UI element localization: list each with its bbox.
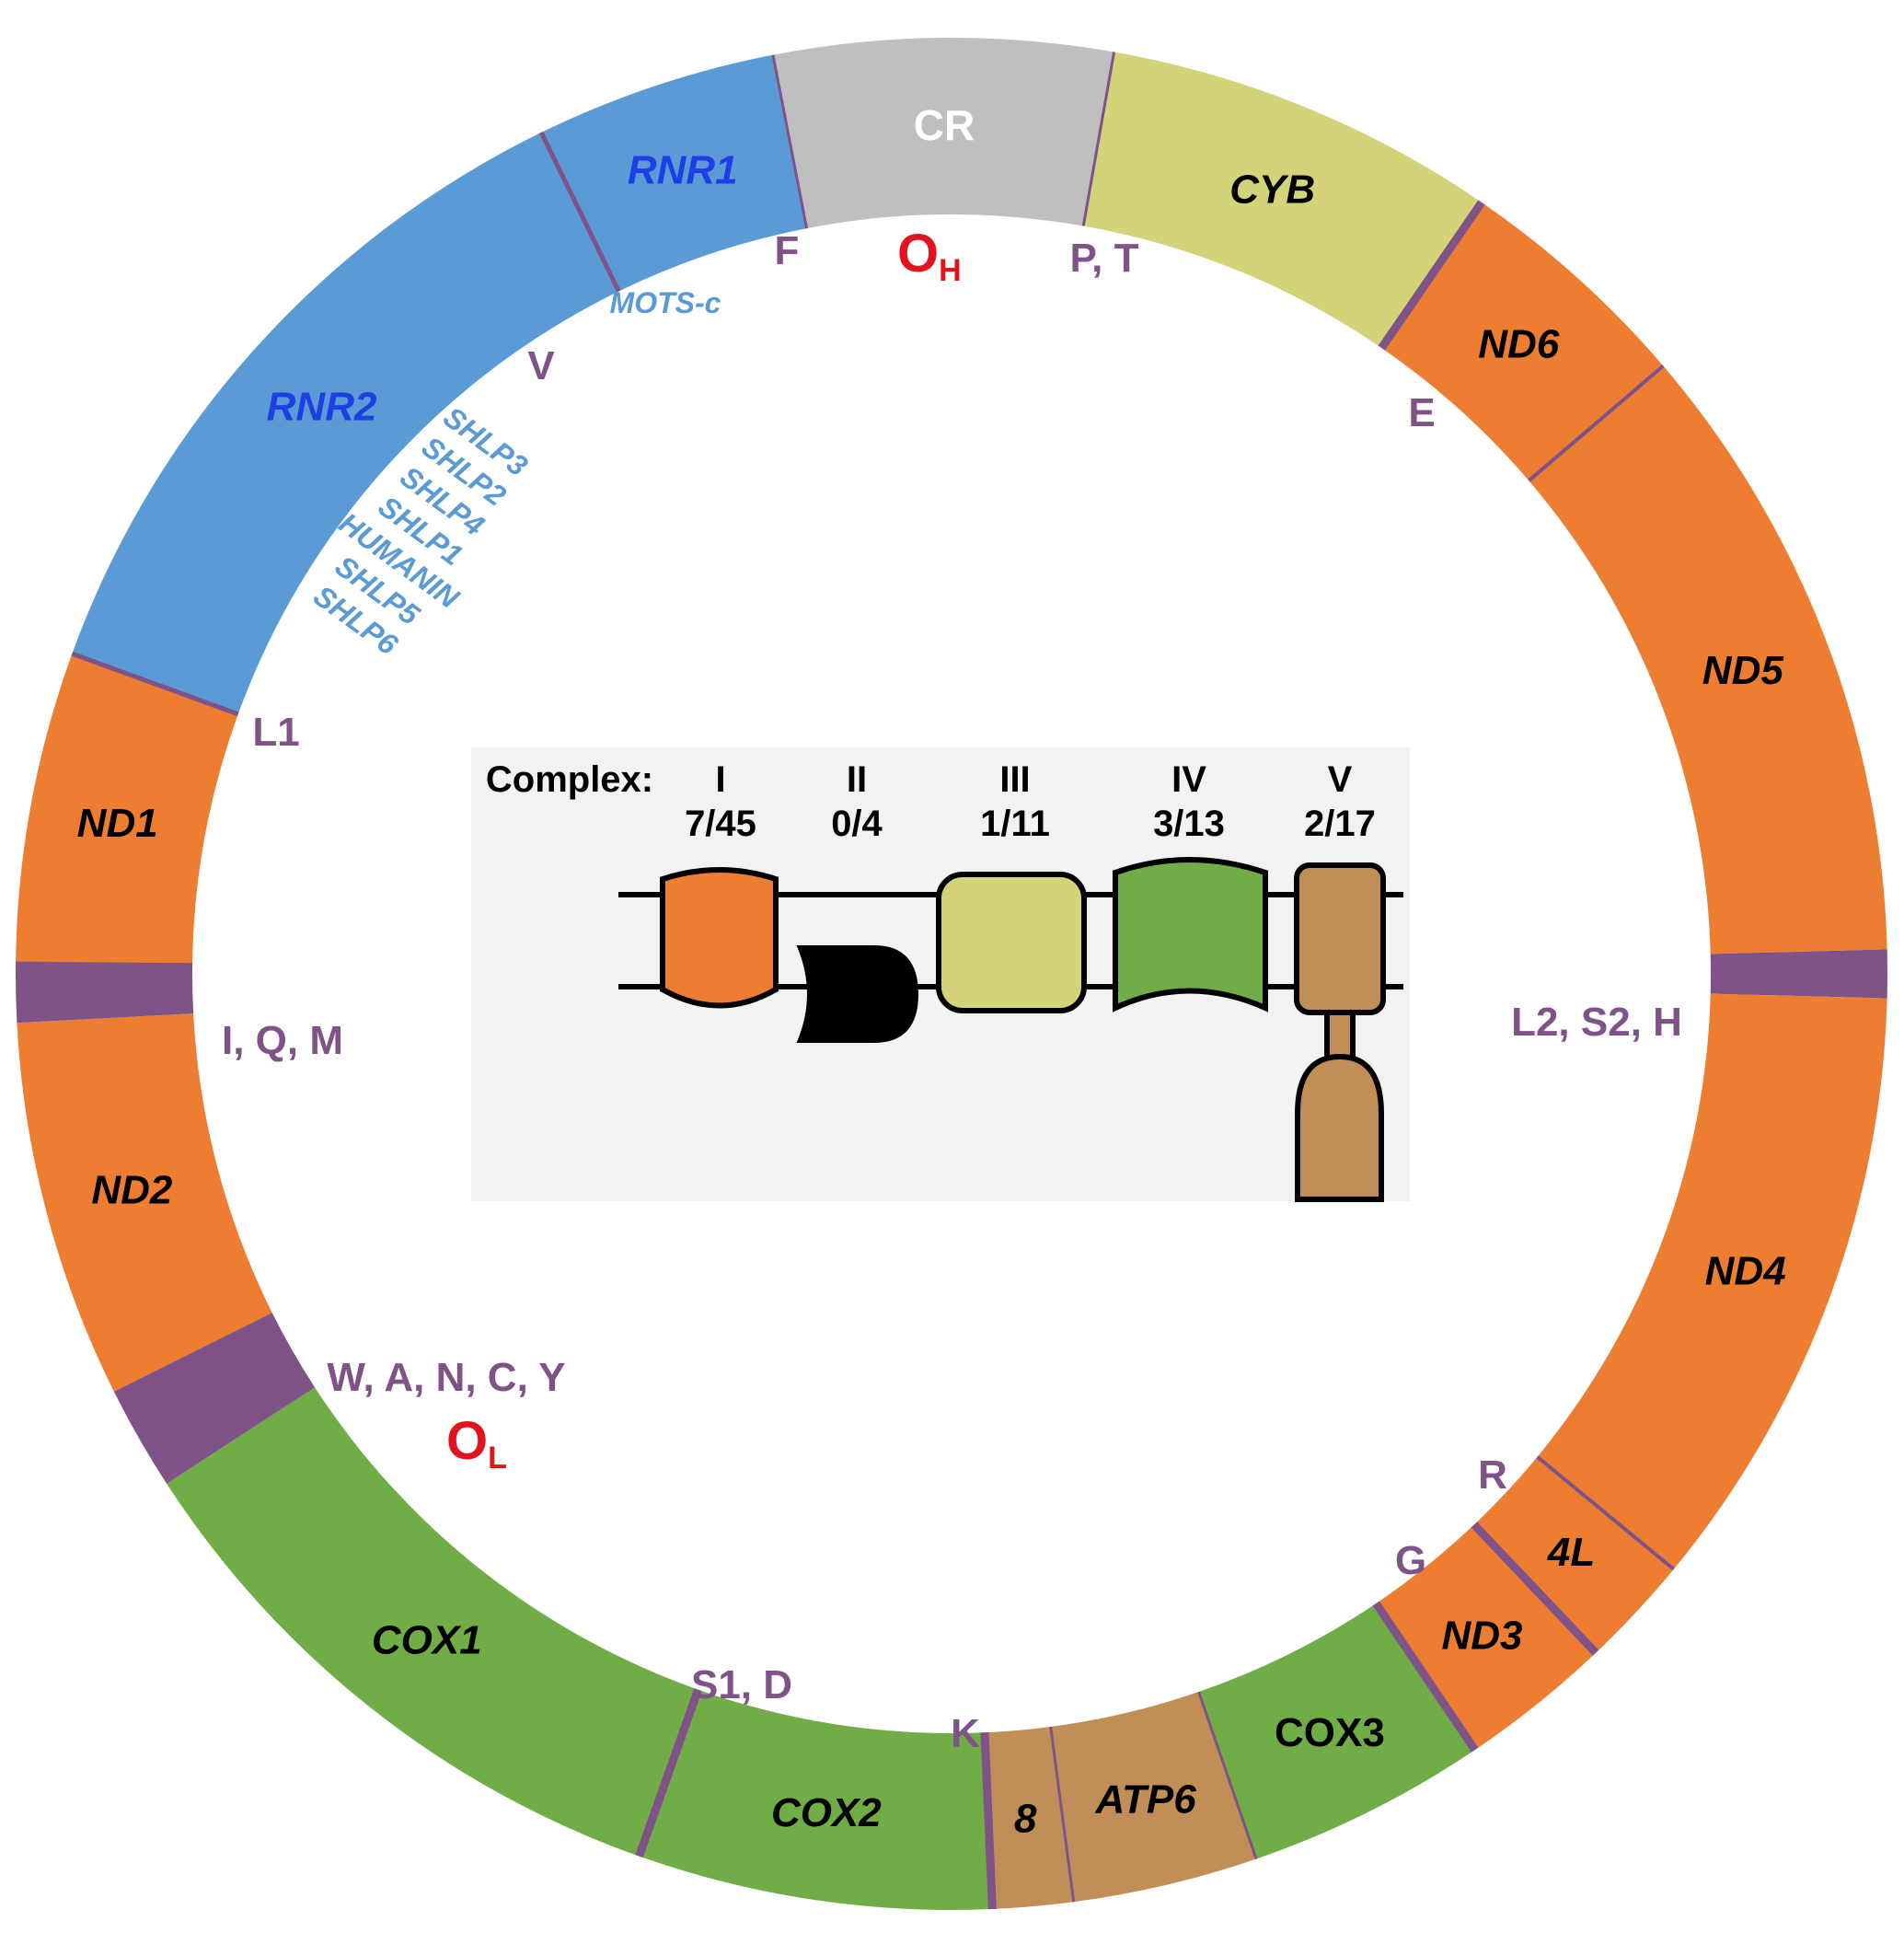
complex-V-shape [1294,862,1386,1202]
segment-nd5 [1529,365,1887,955]
complex-II-shape [796,945,919,1043]
trna-label-V: V [527,343,555,388]
trna-label-IQM: I, Q, M [222,1018,343,1063]
segment-dividers [15,52,1676,1910]
trna-label-S1D: S1, D [691,1662,792,1707]
segment-cox1 [167,1387,698,1857]
gene-label-nd4l: 4L [1547,1530,1595,1575]
complex-I-numeral: I [715,759,725,800]
origin-light-letter: O [446,1411,488,1471]
complex-panel-header: Complex: [486,759,653,800]
complex-V-ratio: 2/17 [1304,804,1376,844]
trna-label-L1: L1 [252,710,299,755]
segment-trna_l2s2h [1710,949,1888,999]
origin-heavy-sub: H [939,253,962,288]
gene-label-nd6: ND6 [1478,322,1560,367]
segment-cox2 [639,1689,993,1910]
segment-cyb [1083,52,1483,349]
trna-label-L2S2H: L2, S2, H [1511,1000,1682,1045]
complex-IV-numeral: IV [1171,759,1206,800]
complex-IV-ratio: 3/13 [1153,804,1225,844]
segment-atp6 [1050,1692,1257,1903]
trna-divider-2 [71,651,239,717]
complex-V-numeral: V [1328,759,1353,800]
genome-ring [15,37,1888,1910]
trna-divider-5 [1528,364,1665,482]
trna-label-E: E [1408,390,1435,435]
trna-label-G: G [1395,1538,1426,1583]
trna-divider-0 [771,54,809,229]
trna-divider-9 [1197,1691,1258,1860]
segment-nd4l [1473,1456,1674,1653]
gene-label-cox2: COX2 [771,1790,882,1835]
trna-divider-11 [980,1732,997,1910]
gene-label-cox3: COX3 [1275,1710,1385,1755]
trna-divider-7 [1471,1522,1599,1656]
segment-nd1 [16,654,238,967]
gene-label-nd3: ND3 [1441,1613,1522,1658]
gene-label-atp8: 8 [1014,1796,1037,1841]
trna-divider-12 [635,1688,702,1858]
segment-nd3 [1376,1524,1597,1751]
peptide-mots-c: MOTS-c [610,286,721,319]
trna-divider-10 [1049,1726,1076,1903]
complex-II-ratio: 0/4 [831,804,883,844]
segment-nd6 [1381,202,1664,481]
trna-label-F: F [775,228,800,273]
trna-label-PT: P, T [1069,236,1138,281]
gene-label-rnr1: RNR1 [628,148,738,193]
complex-III-shape [936,872,1087,1013]
complex-II-numeral: II [847,759,867,800]
gene-label-nd5: ND5 [1702,648,1784,693]
trna-divider-1 [1081,52,1116,226]
gene-label-cr: CR [914,101,975,149]
gene-label-cyb: CYB [1229,168,1315,213]
complex-panel: Complex: I 7/45 II 0/4 III 1/11 IV 3/13 … [471,747,1410,1202]
gene-label-rnr2: RNR2 [267,385,377,430]
trna-label-WANCY: W, A, N, C, Y [327,1355,565,1400]
trna-divider-6 [1536,1455,1676,1571]
segment-rnr2 [72,132,619,714]
origin-heavy: OH [897,224,962,288]
trna-divider-13 [15,961,193,972]
gene-label-nd4: ND4 [1705,1249,1786,1294]
trna-divider-3 [538,131,621,293]
segment-cr [772,37,1114,229]
trna-divider-8 [1372,1601,1479,1753]
gene-label-cox1: COX1 [372,1617,482,1662]
svg-text:OL: OL [446,1411,507,1475]
segment-trna_iqm [15,966,194,1024]
complex-III-ratio: 1/11 [980,804,1050,844]
origin-light-sub: L [488,1441,507,1475]
origin-heavy-letter: O [897,224,939,284]
trna-label-K: K [951,1711,980,1756]
origin-light: OL [446,1411,507,1475]
trna-label-R: R [1478,1452,1507,1498]
complex-IV-shape [1113,857,1268,1012]
svg-text:OH: OH [897,224,962,288]
segment-trna_wancy [113,1313,316,1484]
complex-I-shape [660,867,779,1009]
trna-divider-4 [1378,200,1485,351]
segment-nd4 [1537,993,1887,1569]
segment-rnr1 [541,54,807,292]
segment-cox3 [1198,1603,1475,1859]
gene-label-nd1: ND1 [77,801,158,846]
complex-I-ratio: 7/45 [685,804,756,844]
gene-label-nd2: ND2 [91,1167,173,1212]
trna-labels: F P, T E L2, S2, H R G K S1, D W, A, N, … [222,228,1682,1756]
complex-III-numeral: III [999,759,1030,800]
gene-label-atp6: ATP6 [1094,1776,1196,1822]
segment-nd2 [17,1013,272,1392]
segment-atp8 [984,1726,1074,1910]
